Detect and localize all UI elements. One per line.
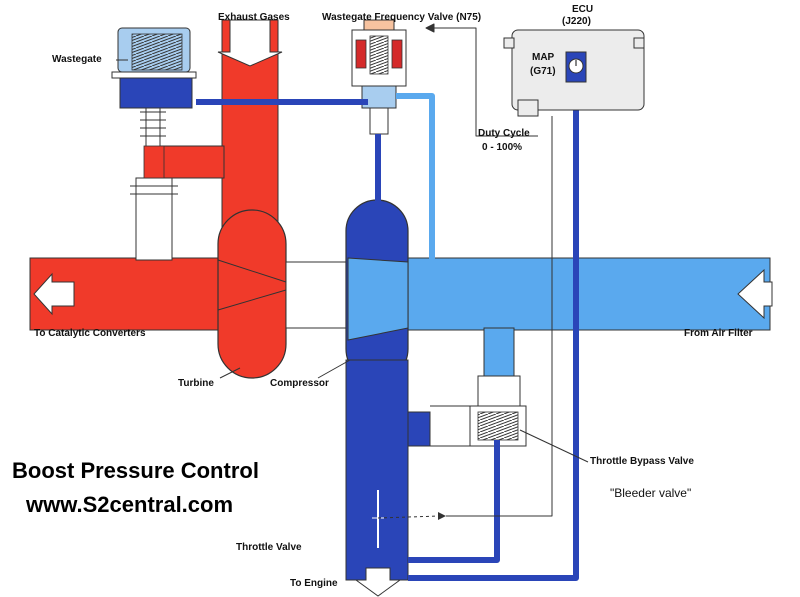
- to-engine-arrow: [354, 567, 402, 597]
- exhaust-gases-label: Exhaust Gases: [218, 12, 290, 23]
- wastegate-assembly: [111, 27, 197, 261]
- wastegate-valve-label: Wastegate Frequency Valve (N75): [322, 12, 482, 23]
- bleeder-label: "Bleeder valve": [610, 486, 692, 500]
- duty-cycle-label: Duty Cycle: [478, 128, 530, 139]
- diagram-title: Boost Pressure Control: [12, 458, 259, 483]
- map-code-label: (G71): [530, 66, 556, 77]
- ecu-code-label: (J220): [562, 16, 591, 27]
- site-url: www.S2central.com: [26, 492, 234, 517]
- map-label: MAP: [532, 52, 555, 63]
- ecu-label: ECU: [572, 4, 594, 15]
- to-engine-label: To Engine: [290, 578, 338, 589]
- ecu-unit: [503, 29, 645, 117]
- throttle-valve-label: Throttle Valve: [236, 542, 302, 553]
- turbine-label: Turbine: [178, 378, 214, 389]
- intake-system: [285, 199, 773, 597]
- to-catalytic-label: To Catalytic Converters: [34, 328, 146, 339]
- duty-range-label: 0 - 100%: [482, 142, 523, 153]
- intake-arrow: [737, 268, 773, 320]
- compressor-label: Compressor: [270, 378, 329, 389]
- exhaust-inlet-arrow: [217, 19, 283, 67]
- turbine-housing: [217, 209, 287, 379]
- wastegate-label: Wastegate: [52, 54, 102, 65]
- frequency-valve: [351, 19, 407, 135]
- throttle-bypass-valve: [407, 375, 527, 447]
- leader-lines: [116, 59, 589, 463]
- throttle-bypass-label: Throttle Bypass Valve: [590, 456, 694, 467]
- exhaust-outlet-arrow: [33, 272, 75, 316]
- control-lines: [196, 23, 579, 581]
- from-air-filter-label: From Air Filter: [684, 328, 753, 339]
